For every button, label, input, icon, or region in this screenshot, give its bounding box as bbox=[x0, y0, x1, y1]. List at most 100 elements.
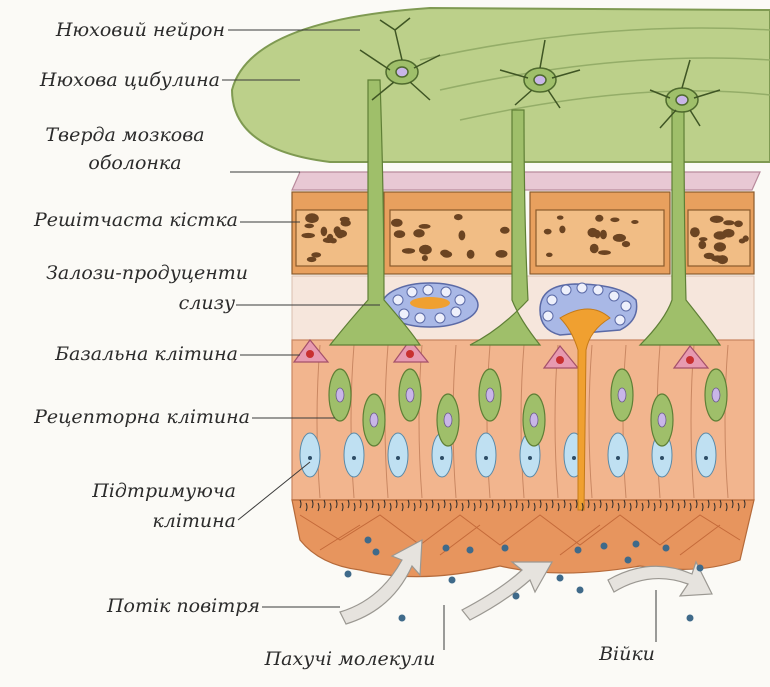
cilium bbox=[473, 502, 476, 512]
cilium bbox=[737, 502, 740, 512]
bone-pore bbox=[301, 232, 316, 239]
cell-border bbox=[724, 344, 729, 499]
odor-molecule bbox=[632, 540, 640, 548]
cilium bbox=[467, 499, 470, 509]
odor-molecule bbox=[364, 536, 372, 544]
label-odor-molecules: Пахучі молекули bbox=[264, 648, 436, 670]
bone-pore bbox=[306, 256, 317, 263]
odor-molecule bbox=[466, 546, 474, 554]
cilium bbox=[665, 502, 668, 512]
odor-molecule bbox=[512, 592, 520, 600]
mucus-duct bbox=[559, 308, 611, 511]
cilium bbox=[605, 502, 608, 512]
cilium bbox=[599, 499, 602, 509]
basal-cell-nucleus bbox=[406, 350, 414, 358]
bone-pore bbox=[709, 215, 724, 223]
axon-bundles bbox=[328, 79, 722, 346]
bone-pore bbox=[621, 241, 631, 248]
supporting-cell-nucleus bbox=[352, 456, 356, 460]
gland-nucleus bbox=[422, 284, 434, 296]
cilium bbox=[497, 502, 500, 512]
cell-border bbox=[350, 344, 355, 499]
cilium bbox=[515, 499, 518, 509]
bone-pore bbox=[599, 229, 607, 240]
air-flow-arrows bbox=[339, 538, 713, 625]
cilium bbox=[383, 499, 386, 509]
cilium bbox=[557, 502, 560, 512]
cilium bbox=[299, 499, 302, 509]
label-basal-cell: Базальна клітина bbox=[55, 343, 238, 365]
bone-pore bbox=[393, 230, 406, 239]
supporting-cell bbox=[343, 432, 365, 478]
cilium bbox=[449, 502, 452, 512]
cilium bbox=[587, 499, 590, 509]
cilium bbox=[659, 499, 662, 509]
cilium bbox=[317, 502, 320, 512]
supporting-cell-nucleus bbox=[704, 456, 708, 460]
bone-pore bbox=[698, 237, 708, 242]
label-cilia: Війки bbox=[599, 643, 655, 665]
supporting-cell-nucleus bbox=[308, 456, 312, 460]
bone-pore bbox=[703, 252, 715, 260]
basal-cell-nucleus bbox=[306, 350, 314, 358]
odor-molecule bbox=[696, 564, 704, 572]
bone-pore bbox=[413, 229, 425, 238]
neuron-cell-bodies bbox=[385, 59, 699, 113]
bone-pore bbox=[495, 250, 508, 258]
label-mucus-glands-line2: слизу bbox=[178, 292, 235, 314]
bone-pore bbox=[612, 233, 627, 242]
odor-molecule bbox=[442, 544, 450, 552]
bone-pore bbox=[546, 252, 553, 257]
cilium bbox=[563, 499, 566, 509]
bone-pore bbox=[595, 214, 604, 222]
bone-pore bbox=[631, 220, 639, 224]
basal-cells bbox=[292, 339, 710, 369]
base-cell-network bbox=[299, 514, 741, 556]
cilium bbox=[353, 502, 356, 512]
cilium bbox=[395, 499, 398, 509]
cilium bbox=[635, 499, 638, 509]
bone-pore bbox=[723, 220, 735, 226]
cilium bbox=[413, 502, 416, 512]
gland-cell-nuclei bbox=[392, 282, 632, 326]
neuron-dendrites bbox=[359, 17, 721, 129]
cilium bbox=[503, 499, 506, 509]
supporting-cell-nucleus bbox=[396, 456, 400, 460]
cilium bbox=[545, 502, 548, 512]
gland-nucleus bbox=[398, 308, 410, 320]
odor-molecule bbox=[686, 614, 694, 622]
bone-pore bbox=[421, 255, 428, 262]
cilium bbox=[365, 502, 368, 512]
cilium bbox=[323, 499, 326, 509]
cilium bbox=[551, 499, 554, 509]
gland-nucleus bbox=[614, 314, 626, 326]
bone-pore bbox=[713, 231, 727, 240]
cilium bbox=[341, 502, 344, 512]
gland-nucleus bbox=[392, 294, 404, 306]
label-receptor-cell: Рецепторна клітина bbox=[34, 406, 250, 428]
gland-nucleus bbox=[454, 294, 466, 306]
gland-nucleus bbox=[450, 306, 462, 318]
bone-pore bbox=[391, 218, 403, 227]
cilium bbox=[509, 502, 512, 512]
cilium bbox=[527, 499, 530, 509]
receptor-cells bbox=[328, 368, 728, 447]
bone-pore bbox=[589, 243, 599, 254]
cilium bbox=[533, 502, 536, 512]
cilium bbox=[311, 499, 314, 509]
cilium bbox=[683, 499, 686, 509]
bone-pore bbox=[458, 230, 466, 241]
bone-pore bbox=[610, 217, 620, 223]
cilium bbox=[425, 502, 428, 512]
cilium bbox=[491, 499, 494, 509]
leader-lines bbox=[222, 29, 657, 650]
label-olfactory-bulb: Нюхова цибулина bbox=[39, 69, 220, 91]
bone-pore bbox=[466, 249, 475, 259]
cilium bbox=[617, 502, 620, 512]
label-dura-line2: оболонка bbox=[88, 152, 182, 174]
bone-pore bbox=[598, 250, 611, 256]
bone-pores bbox=[301, 213, 749, 265]
cilium bbox=[539, 499, 542, 509]
receptor-cell-nucleus bbox=[711, 387, 721, 403]
